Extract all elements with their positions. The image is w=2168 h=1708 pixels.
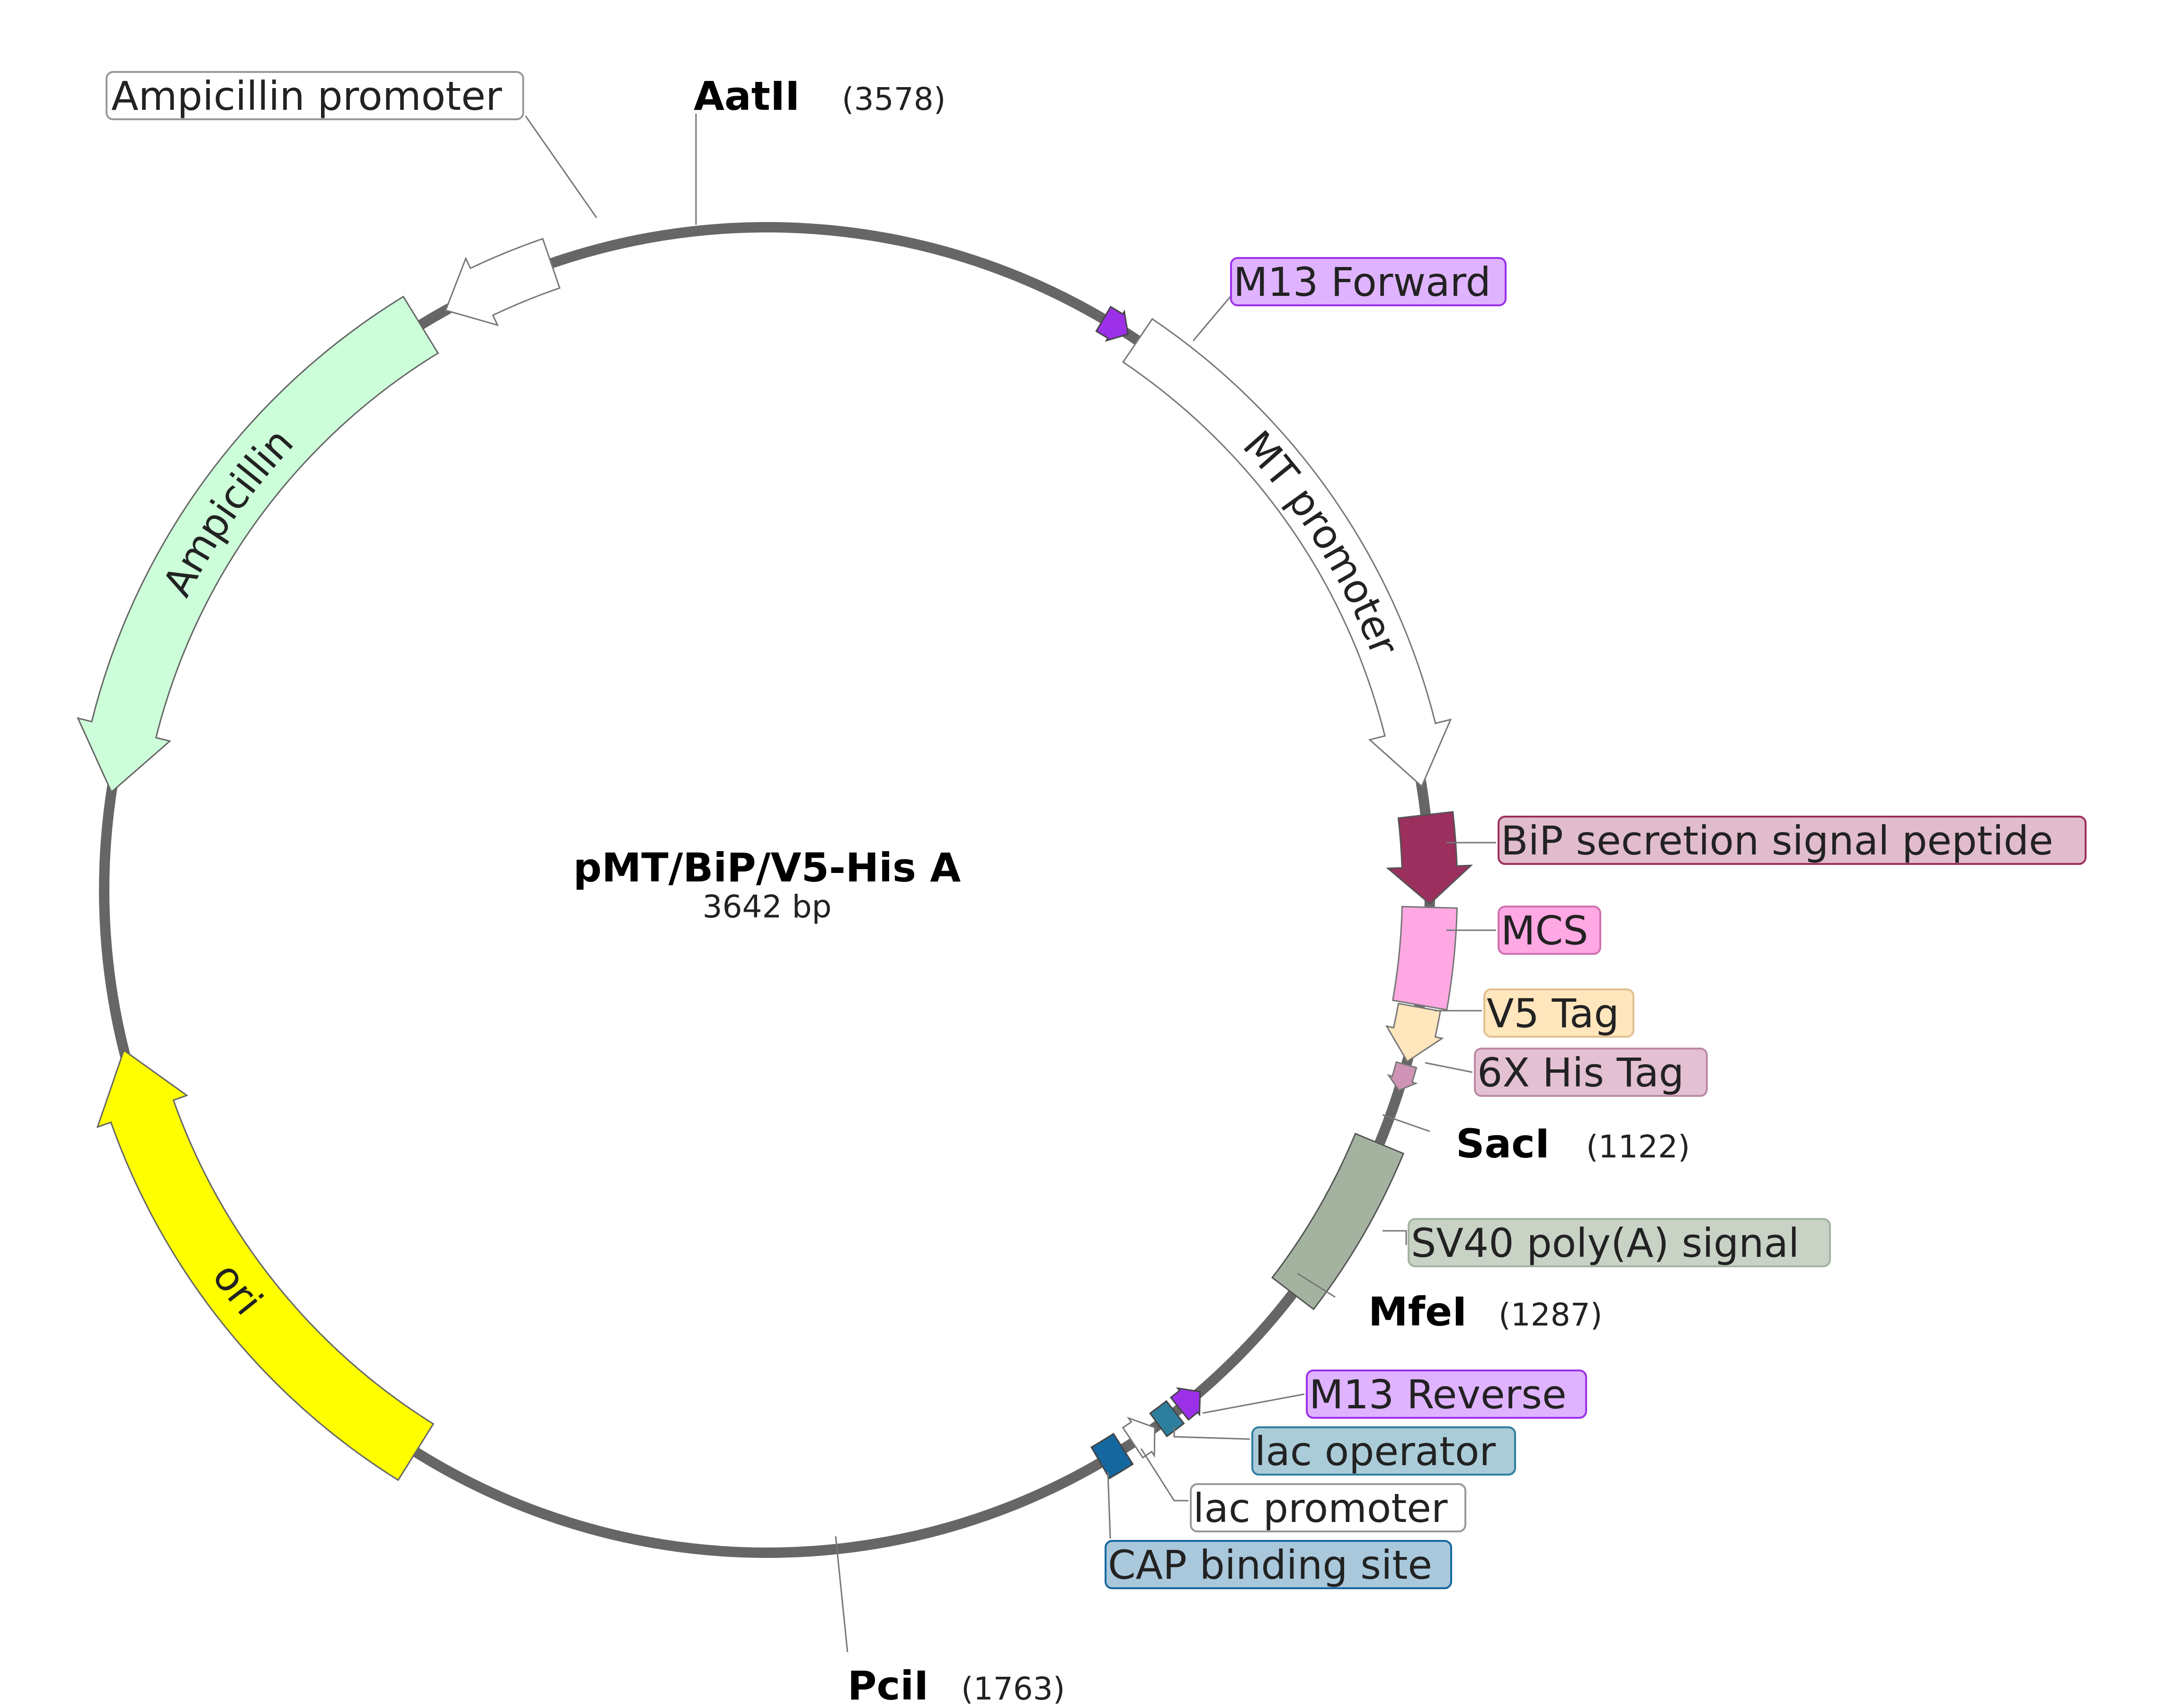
sv40-feature[interactable] <box>1271 1132 1405 1310</box>
plasmid-name: pMT/BiP/V5-His A <box>573 845 961 891</box>
lac-operator-label: lac operator <box>1251 1426 1516 1476</box>
lac-operator-feature[interactable] <box>1149 1400 1185 1438</box>
svg-text:M13 Reverse: M13 Reverse <box>1309 1371 1567 1418</box>
ampicillin-promoter-label: Ampicillin promoter <box>106 71 524 120</box>
lac-operator-leader <box>1173 1427 1250 1440</box>
m13-reverse-feature[interactable] <box>1169 1387 1201 1421</box>
svg-text:6X His Tag: 6X His Tag <box>1477 1050 1684 1096</box>
lac-promoter-feature[interactable] <box>1122 1416 1156 1459</box>
m13-reverse-leader <box>1202 1393 1305 1414</box>
sv40-label: SV40 poly(A) signal <box>1408 1218 1831 1267</box>
svg-text:BiP secretion signal peptide: BiP secretion signal peptide <box>1501 818 2053 864</box>
pcii-leader <box>835 1536 848 1653</box>
mfei-site-label: MfeI (1287) <box>1368 1289 1602 1335</box>
saci-site-label: SacI (1122) <box>1456 1121 1690 1167</box>
svg-text:V5 Tag: V5 Tag <box>1487 990 1619 1037</box>
cap-binding-site-feature[interactable] <box>1090 1432 1134 1479</box>
ampicillin-promoter-leader <box>525 116 598 218</box>
m13-forward-leader <box>1192 295 1232 341</box>
v5-tag-label: V5 Tag <box>1483 988 1634 1038</box>
pcii-site-label: PciI (1763) <box>848 1663 1065 1708</box>
svg-text:M13 Forward: M13 Forward <box>1233 259 1491 305</box>
sv40-leader <box>1383 1230 1407 1245</box>
mt-promoter-arc-label: MT promoter <box>1234 422 1408 662</box>
ampicillin-arc-label: Ampicillin <box>154 419 302 604</box>
svg-text:PciI: PciI <box>848 1663 928 1708</box>
svg-text:(1763): (1763) <box>961 1671 1065 1707</box>
svg-text:SV40 poly(A) signal: SV40 poly(A) signal <box>1411 1220 1799 1266</box>
his-leader <box>1425 1062 1473 1073</box>
plasmid-size: 3642 bp <box>703 889 832 925</box>
svg-text:SacI: SacI <box>1456 1121 1550 1167</box>
aatii-site-label: AatII (3578) <box>694 73 946 119</box>
svg-text:MCS: MCS <box>1501 907 1588 954</box>
cap-binding-site-label: CAP binding site <box>1105 1540 1452 1589</box>
m13-forward-label: M13 Forward <box>1230 257 1507 306</box>
svg-text:AatII: AatII <box>694 73 800 119</box>
ampicillin-promoter-feature[interactable] <box>445 238 561 327</box>
lac-promoter-leader <box>1140 1448 1188 1502</box>
mcs-label: MCS <box>1498 906 1601 955</box>
bip-signal-feature[interactable] <box>1386 811 1473 905</box>
svg-text:CAP binding site: CAP binding site <box>1108 1542 1432 1588</box>
svg-text:MfeI: MfeI <box>1368 1289 1467 1335</box>
svg-text:(3578): (3578) <box>842 81 946 117</box>
svg-text:lac promoter: lac promoter <box>1193 1485 1448 1531</box>
his-tag-label: 6X His Tag <box>1474 1048 1708 1097</box>
saci-leader <box>1382 1114 1430 1132</box>
m13-reverse-label: M13 Reverse <box>1306 1370 1587 1419</box>
svg-text:(1122): (1122) <box>1586 1129 1690 1165</box>
mt-promoter-feature[interactable] <box>1122 318 1452 788</box>
his-tag-feature[interactable] <box>1387 1061 1418 1092</box>
ampicillin-feature[interactable] <box>76 295 439 793</box>
svg-text:(1287): (1287) <box>1499 1297 1602 1333</box>
svg-text:lac operator: lac operator <box>1255 1428 1496 1475</box>
bip-signal-label: BiP secretion signal peptide <box>1498 816 2087 865</box>
lac-promoter-label: lac promoter <box>1190 1483 1466 1532</box>
mcs-feature[interactable] <box>1392 906 1458 1011</box>
v5-tag-feature[interactable] <box>1385 1003 1444 1063</box>
m13-forward-feature[interactable] <box>1095 305 1129 342</box>
mfei-leader <box>1297 1272 1336 1298</box>
svg-text:Ampicillin promoter: Ampicillin promoter <box>111 73 502 119</box>
ori-feature[interactable] <box>96 1049 435 1481</box>
cap-leader <box>1107 1472 1111 1539</box>
